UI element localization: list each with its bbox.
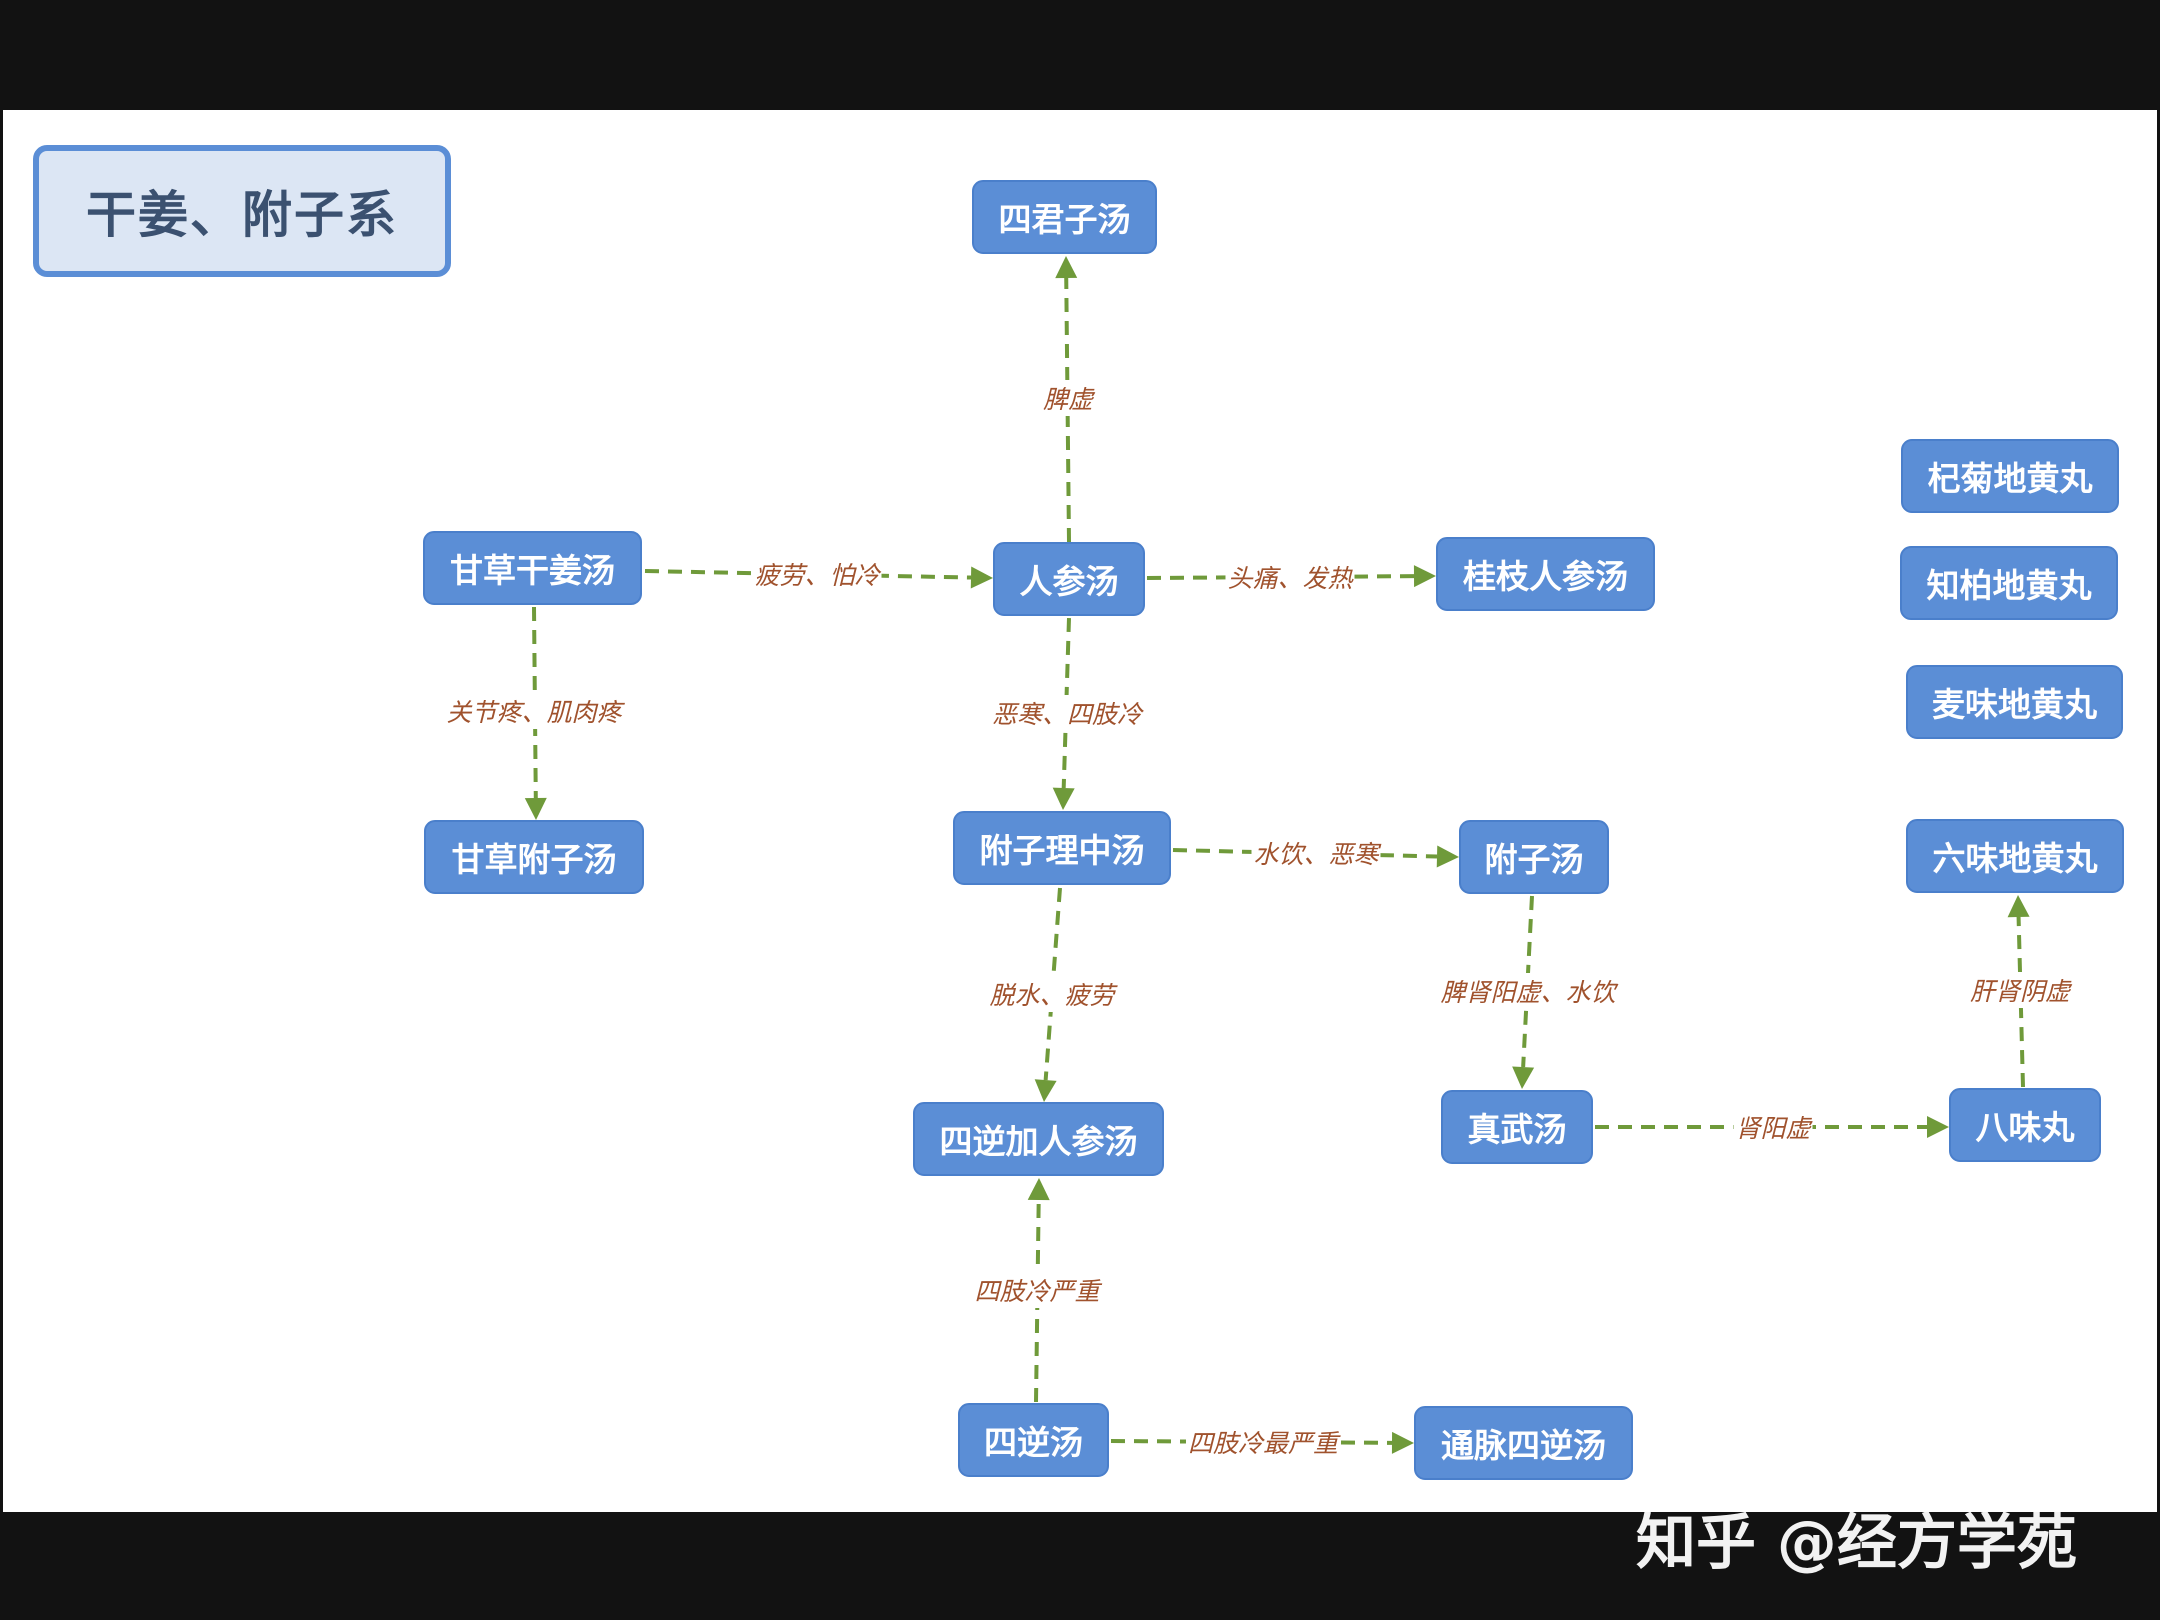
edge-arrowhead-renshen-to-fuzi-lizhong — [1052, 787, 1075, 810]
edge-line-fuzi-to-zhenwu — [1521, 895, 1534, 1068]
edge-arrowhead-fuzi-lizhong-to-sini-jia-renshen — [1034, 1079, 1057, 1102]
edge-label-shuiyin-ehan: 水饮、恶寒 — [1251, 835, 1381, 871]
edge-line-bawei-to-liuwei-dihuang — [2016, 916, 2025, 1088]
edge-label-toutong-fare: 头痛、发热 — [1225, 559, 1355, 595]
node-bawei-wan[interactable]: 八味丸 — [1949, 1088, 2101, 1162]
edge-label-pishenyangxu-shuiyin: 脾肾阳虚、水饮 — [1438, 973, 1618, 1009]
edge-label-pixu: 脾虚 — [1040, 380, 1096, 416]
edge-arrowhead-gancao-ganjiang-to-renshen — [970, 566, 993, 589]
edge-label-pilao-paleng: 疲劳、怕冷 — [752, 556, 882, 592]
edge-arrowhead-sini-to-sini-jia-renshen — [1027, 1178, 1050, 1201]
edge-arrowhead-bawei-to-liuwei-dihuang — [2007, 895, 2030, 918]
node-gancao-ganjiang-tang[interactable]: 甘草干姜汤 — [423, 531, 642, 605]
edge-arrowhead-gancao-ganjiang-to-gancao-fuzi — [524, 797, 547, 820]
node-qiju-dihuang-wan[interactable]: 杞菊地黄丸 — [1901, 439, 2119, 513]
edge-arrowhead-fuzi-lizhong-to-fuzi — [1436, 845, 1459, 868]
node-zhenwu-tang[interactable]: 真武汤 — [1441, 1090, 1593, 1164]
edge-line-renshen-to-fuzi-lizhong — [1061, 617, 1071, 789]
edge-label-sizhileng-zuiyanzhong: 四肢冷最严重 — [1185, 1424, 1341, 1460]
watermark: 知乎 @经方学苑 — [1636, 1508, 2077, 1578]
node-guizhi-renshen-tang[interactable]: 桂枝人参汤 — [1436, 537, 1655, 611]
edge-label-ganshenyinxu: 肝肾阴虚 — [1967, 972, 2073, 1008]
node-maiwei-dihuang-wan[interactable]: 麦味地黄丸 — [1906, 665, 2123, 739]
diagram-title: 干姜、附子系 — [33, 145, 451, 277]
edge-arrowhead-fuzi-to-zhenwu — [1512, 1066, 1535, 1089]
edge-arrowhead-renshen-to-sijunzi — [1055, 256, 1078, 279]
edge-arrowhead-sini-to-tongmai-sini — [1391, 1431, 1414, 1454]
edge-arrowhead-renshen-to-guizhi-renshen — [1413, 565, 1436, 588]
edge-arrowhead-zhenwu-to-bawei — [1927, 1116, 1949, 1138]
node-renshen-tang[interactable]: 人参汤 — [993, 542, 1145, 616]
edge-label-guanjieteng-jirouteng: 关节疼、肌肉疼 — [444, 693, 624, 729]
edge-label-tuoshui-pilao: 脱水、疲劳 — [987, 976, 1117, 1012]
node-gancao-fuzi-tang[interactable]: 甘草附子汤 — [424, 820, 644, 894]
edge-line-fuzi-lizhong-to-fuzi — [1172, 848, 1438, 859]
edge-label-sizhileng-yanzhong: 四肢冷严重 — [972, 1272, 1102, 1308]
node-sini-jia-renshen-tang[interactable]: 四逆加人参汤 — [913, 1102, 1164, 1176]
node-sini-tang[interactable]: 四逆汤 — [958, 1403, 1109, 1477]
node-fuzi-tang[interactable]: 附子汤 — [1459, 820, 1609, 894]
node-sijunzi-tang[interactable]: 四君子汤 — [972, 180, 1157, 254]
edge-label-ehan-sizhileng: 恶寒、四肢冷 — [989, 695, 1145, 731]
node-fuzi-lizhong-tang[interactable]: 附子理中汤 — [953, 811, 1171, 885]
node-tongmai-sini-tang[interactable]: 通脉四逆汤 — [1414, 1406, 1633, 1480]
edge-line-renshen-to-sijunzi — [1064, 277, 1071, 543]
edge-label-shenyangxu: 肾阳虚 — [1733, 1109, 1813, 1145]
node-zhibai-dihuang-wan[interactable]: 知柏地黄丸 — [1900, 546, 2118, 620]
node-liuwei-dihuang-wan[interactable]: 六味地黄丸 — [1906, 819, 2124, 893]
